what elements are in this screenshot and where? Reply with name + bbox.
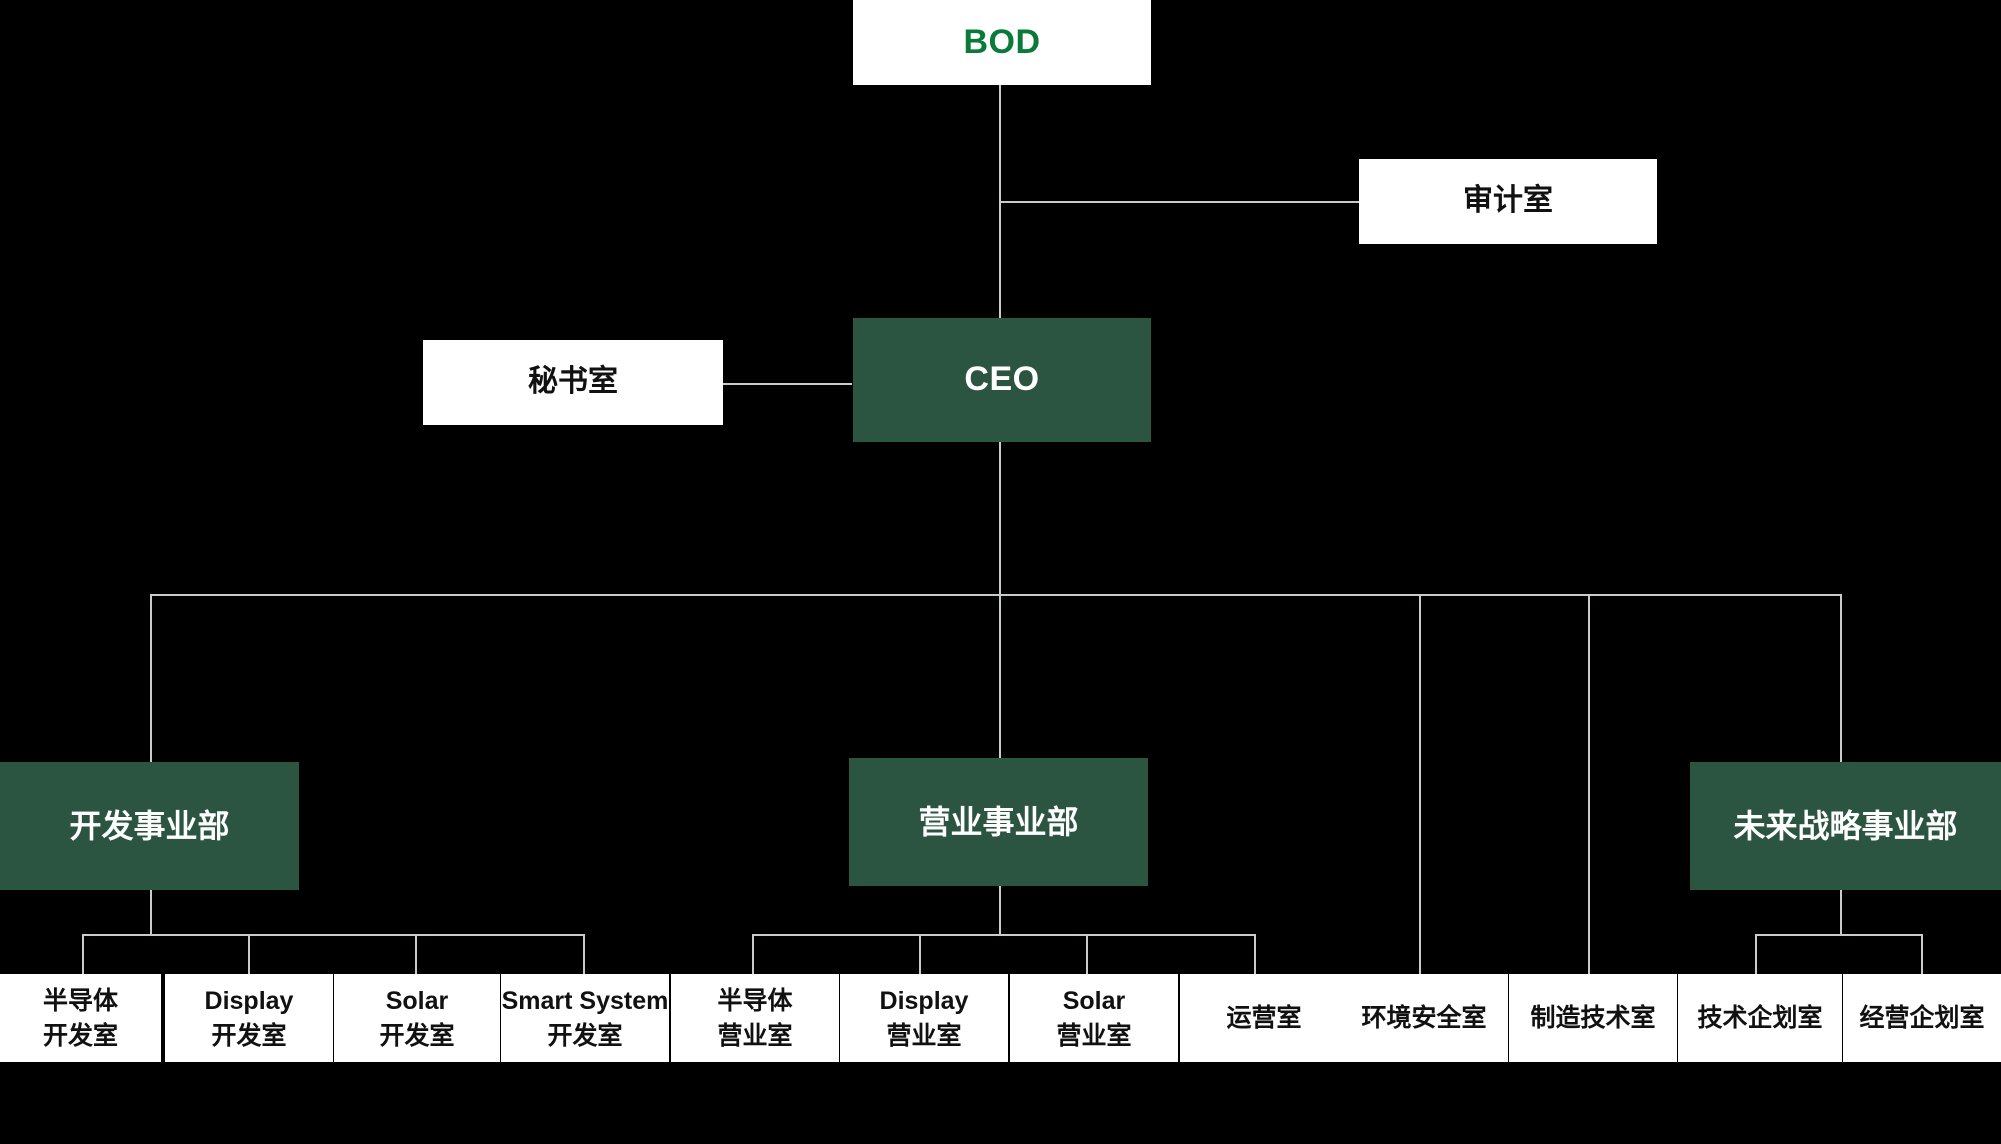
leaf-line-1: 环境安全室 <box>1361 1004 1487 1032</box>
connector-ceo-to-secretary <box>722 383 852 385</box>
node-leaf-management-planning-office[interactable]: 经营企划室 <box>1843 974 2001 1062</box>
connector-sales-leaf-2 <box>919 934 921 974</box>
node-audit-office-label: 审计室 <box>1463 184 1553 218</box>
connector-trunk-to-audit <box>999 201 1359 203</box>
node-leaf-environment-safety-office[interactable]: 环境安全室 <box>1340 974 1508 1062</box>
connector-ceo-to-bus <box>999 440 1001 595</box>
node-bod-label: BOD <box>963 22 1041 61</box>
leaf-line-2: 开发室 <box>42 1021 118 1050</box>
leaf-line-2: 开发室 <box>211 1021 287 1050</box>
connector-dev-leaf-2 <box>248 934 250 974</box>
connector-main-bus <box>150 594 1841 596</box>
connector-bus-to-mfg-tech <box>1588 594 1590 974</box>
node-leaf-semiconductor-development[interactable]: 半导体 开发室 <box>0 974 161 1062</box>
node-division-sales-label: 营业事业部 <box>918 803 1079 840</box>
node-division-development-label: 开发事业部 <box>69 807 230 844</box>
node-leaf-solar-development[interactable]: Solar 开发室 <box>334 974 500 1062</box>
node-audit-office[interactable]: 审计室 <box>1359 159 1657 244</box>
connector-dev-leaf-3 <box>415 934 417 974</box>
leaf-line-1: 半导体 <box>717 986 793 1015</box>
connector-sales-division-down <box>999 886 1001 935</box>
node-leaf-solar-sales[interactable]: Solar 营业室 <box>1010 974 1178 1062</box>
leaf-line-1: 半导体 <box>42 986 118 1015</box>
node-division-future-strategy[interactable]: 未来战略事业部 <box>1690 762 2001 890</box>
leaf-line-1: 技术企划室 <box>1697 1004 1823 1032</box>
leaf-line-1: Smart System <box>501 986 669 1015</box>
leaf-line-1: 经营企划室 <box>1859 1004 1985 1032</box>
node-secretary-office[interactable]: 秘书室 <box>423 340 723 425</box>
leaf-line-1: 制造技术室 <box>1530 1004 1656 1032</box>
connector-dev-leaf-4 <box>583 934 585 974</box>
connector-future-leaf-2 <box>1921 934 1923 974</box>
connector-bus-to-env-safety <box>1419 594 1421 974</box>
connector-dev-sub-bus <box>82 934 585 936</box>
node-secretary-office-label: 秘书室 <box>528 365 618 399</box>
leaf-line-2: 开发室 <box>379 1021 455 1050</box>
node-leaf-display-development[interactable]: Display 开发室 <box>165 974 333 1062</box>
leaf-line-1: Solar <box>385 986 449 1015</box>
connector-future-sub-bus <box>1755 934 1921 936</box>
connector-dev-leaf-1 <box>82 934 84 974</box>
connector-sales-sub-bus <box>752 934 1255 936</box>
connector-sales-leaf-1 <box>752 934 754 974</box>
leaf-line-2: 开发室 <box>547 1021 623 1050</box>
node-leaf-manufacturing-technology-office[interactable]: 制造技术室 <box>1509 974 1677 1062</box>
node-ceo[interactable]: CEO <box>853 318 1151 442</box>
connector-sales-leaf-3 <box>1086 934 1088 974</box>
node-division-sales[interactable]: 营业事业部 <box>849 758 1148 886</box>
leaf-line-1: 运营室 <box>1226 1004 1302 1032</box>
leaf-line-2: 营业室 <box>886 1021 962 1050</box>
node-ceo-label: CEO <box>964 360 1040 399</box>
node-leaf-smart-system-development[interactable]: Smart System 开发室 <box>501 974 669 1062</box>
leaf-line-2: 营业室 <box>1056 1021 1132 1050</box>
node-leaf-display-sales[interactable]: Display 营业室 <box>840 974 1008 1062</box>
connector-dev-division-down <box>150 890 152 935</box>
leaf-line-2: 营业室 <box>717 1021 793 1050</box>
leaf-line-1: Solar <box>1062 986 1126 1015</box>
node-division-future-strategy-label: 未来战略事业部 <box>1733 807 1958 844</box>
node-leaf-semiconductor-sales[interactable]: 半导体 营业室 <box>671 974 839 1062</box>
connector-future-division-down <box>1840 890 1842 935</box>
node-leaf-operations-office[interactable]: 运营室 <box>1180 974 1348 1062</box>
node-bod[interactable]: BOD <box>853 0 1151 85</box>
leaf-line-1: Display <box>879 986 969 1015</box>
connector-bus-to-future-division <box>1840 594 1842 763</box>
node-leaf-technology-planning-office[interactable]: 技术企划室 <box>1678 974 1842 1062</box>
connector-bus-to-dev-division <box>150 594 152 763</box>
connector-sales-leaf-4 <box>1254 934 1256 974</box>
connector-future-leaf-1 <box>1755 934 1757 974</box>
connector-bus-to-sales-division <box>999 594 1001 763</box>
node-division-development[interactable]: 开发事业部 <box>0 762 299 890</box>
leaf-line-1: Display <box>204 986 294 1015</box>
